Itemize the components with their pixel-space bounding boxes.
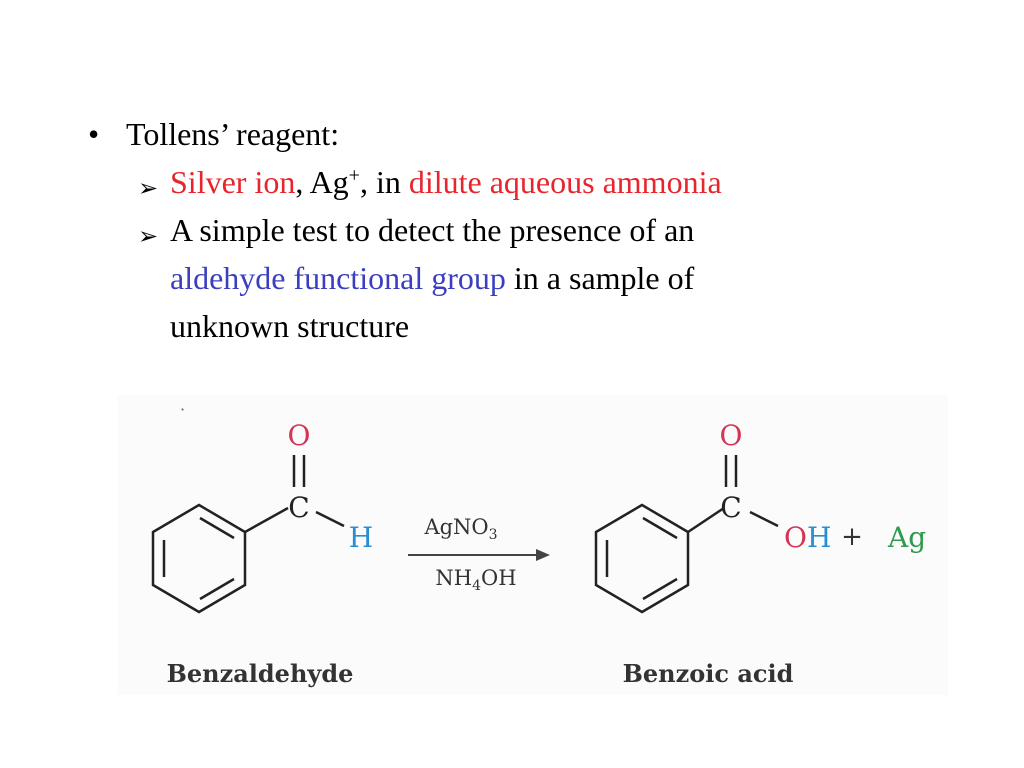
carbon-atom: C [720, 491, 741, 524]
carbon-hydroxyl-bond [749, 510, 779, 528]
benzoic-acid-structure [594, 455, 779, 614]
sub-bullet-test-line1: A simple test to detect the presence of … [170, 212, 695, 248]
reagent-agno3: AgNO3 [423, 515, 497, 543]
plus-sign: + [841, 522, 863, 552]
text-in: , in [359, 164, 409, 200]
arrow-bullet-icon: ➢ [138, 222, 159, 250]
carbon-hydrogen-bond [315, 510, 345, 528]
silver-product: Ag [887, 521, 926, 554]
benzene-ring [151, 503, 247, 614]
sub-bullet-test-line3: unknown structure [170, 308, 410, 344]
benzoic-acid-label: Benzoic acid [623, 659, 794, 688]
oxygen-atom: O [720, 419, 743, 452]
sub-bullet-silver-ion: Silver ion, Ag+, in dilute aqueous ammon… [170, 158, 722, 206]
reaction-arrow [408, 549, 550, 561]
reagent-nh4oh: NH4OH [435, 566, 516, 594]
highlight-silver-ion: Silver ion [170, 164, 296, 200]
benzene-ring [594, 503, 690, 614]
superscript-plus: + [348, 164, 360, 187]
stray-dot: · [180, 400, 185, 419]
benzaldehyde-structure [151, 455, 345, 614]
text-ag: , Ag [295, 164, 349, 200]
sub-bullet-test-line2: aldehyde functional group in a sample of [170, 254, 694, 302]
bullet-title: Tollens’ reagent: [126, 116, 340, 152]
ring-carbon-bond [244, 506, 289, 534]
ring-carbon-bond [687, 506, 725, 534]
bullet-icon: • [88, 116, 100, 152]
highlight-aldehyde-group: aldehyde functional group [170, 260, 506, 296]
hydrogen-atom: H [349, 521, 373, 554]
oxygen-atom: O [288, 419, 311, 452]
benzaldehyde-label: Benzaldehyde [167, 659, 354, 688]
text-sample: in a sample of [505, 260, 695, 296]
highlight-ammonia: dilute aqueous ammonia [408, 164, 722, 200]
reaction-diagram: · O C H Benzaldehyde AgNO3 NH4OH [118, 395, 948, 695]
hydroxyl-group: OH [784, 521, 831, 554]
carbon-atom: C [288, 491, 309, 524]
arrow-bullet-icon: ➢ [138, 174, 159, 202]
